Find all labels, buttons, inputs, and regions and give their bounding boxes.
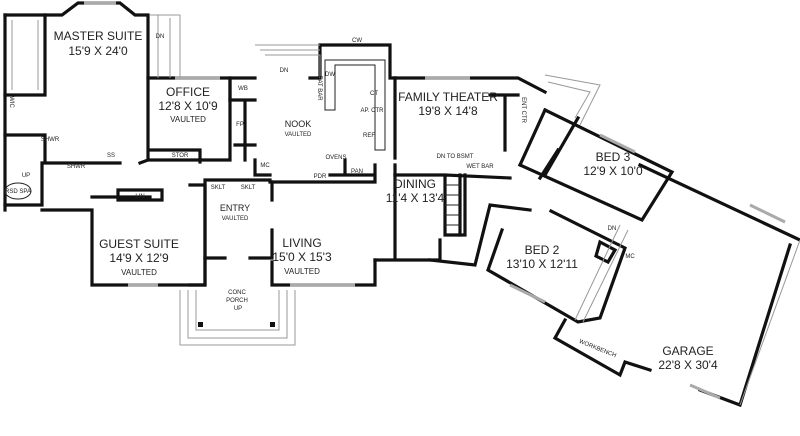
label-ref: REF	[363, 133, 375, 139]
room-note: VAULTED	[285, 132, 312, 138]
room-office: OFFICE 12'8 X 10'9 VAULTED	[158, 85, 218, 124]
room-size: 12'8 X 10'9	[158, 99, 218, 113]
room-family-theater: FAMILY THEATER 19'8 X 14'8	[398, 90, 498, 118]
conc-porch: CONC PORCH	[226, 290, 248, 304]
room-nook: NOOK VAULTED	[285, 119, 312, 138]
room-note: VAULTED	[121, 268, 157, 277]
room-size: 12'9 X 10'0	[583, 164, 643, 178]
room-note: VAULTED	[170, 115, 206, 124]
label-wic: WIC	[8, 96, 14, 108]
room-name: NOOK	[285, 119, 312, 129]
room-name: GARAGE	[662, 344, 713, 358]
room-name: GUEST SUITE	[99, 237, 179, 251]
label-up: UP	[22, 173, 30, 179]
room-guest-suite: GUEST SUITE 14'9 X 12'9 VAULTED	[99, 237, 179, 277]
room-name: BED 3	[596, 150, 631, 164]
room-size: 14'9 X 12'9	[109, 251, 169, 265]
walls	[3, 1, 800, 408]
label-dn: DN	[280, 68, 289, 74]
room-size: 22'8 X 30'4	[658, 358, 718, 372]
room-name: BED 2	[525, 243, 560, 257]
porch-line2: PORCH	[226, 298, 248, 304]
room-entry: ENTRY VAULTED	[220, 203, 250, 222]
label-lin: LIN	[135, 194, 144, 200]
porch-line1: CONC	[228, 290, 246, 296]
room-bed-3: BED 3 12'9 X 10'0	[583, 150, 643, 178]
room-name: DINING	[394, 177, 436, 191]
room-note: VAULTED	[222, 216, 249, 222]
room-size: 11'4 X 13'4	[386, 191, 445, 205]
label-stor: STOR	[172, 153, 189, 159]
label-dn-to-bsmt: DN TO BSMT	[437, 154, 474, 160]
room-name: ENTRY	[220, 203, 250, 213]
label-wet-bar: WET BAR	[466, 164, 494, 170]
room-size: 13'10 X 12'11	[506, 257, 578, 271]
label-mc: MC	[625, 254, 635, 260]
windows	[84, 1, 786, 400]
label-pan: PAN	[351, 169, 363, 175]
label-shwr: SHWR	[67, 164, 86, 170]
label-up: UP	[234, 306, 242, 312]
room-garage: GARAGE 22'8 X 30'4	[658, 344, 718, 372]
label-wb: WB	[238, 86, 248, 92]
label-ss: SS	[107, 153, 115, 159]
fixtures	[4, 14, 629, 346]
label-dw: DW	[325, 72, 335, 78]
label-dn: DN	[156, 34, 165, 40]
room-size: 19'8 X 14'8	[418, 104, 478, 118]
label-mc: MC	[260, 163, 270, 169]
room-name: OFFICE	[166, 85, 210, 99]
label-dn: DN	[608, 226, 617, 232]
label-cw: CW	[352, 38, 362, 44]
label-sklt: SKLT	[211, 185, 226, 191]
room-living: LIVING 15'0 X 15'3 VAULTED	[272, 236, 332, 276]
room-name: FAMILY THEATER	[398, 90, 498, 104]
label-ct: CT	[370, 91, 378, 97]
label-sklt: SKLT	[241, 185, 256, 191]
label-pdr: PDR	[314, 174, 327, 180]
room-note: VAULTED	[284, 267, 320, 276]
room-dining: DINING 11'4 X 13'4	[386, 177, 445, 205]
label-workbench: WORKBENCH	[578, 339, 617, 359]
label-ovens: OVENS	[325, 155, 346, 161]
room-size: 15'9 X 24'0	[68, 44, 128, 58]
room-bed-2: BED 2 13'10 X 12'11	[506, 243, 578, 271]
label-shwr: SHWR	[41, 137, 60, 143]
label-fp: FP	[236, 122, 244, 128]
label-rsd-spa: RSD SPA	[5, 189, 31, 195]
room-master-suite: MASTER SUITE 15'9 X 24'0	[54, 29, 143, 58]
room-name: MASTER SUITE	[54, 29, 143, 43]
label-ap-ctr: AP. CTR	[361, 108, 385, 114]
label-ent-ctr: ENT CTR	[520, 97, 526, 124]
room-size: 15'0 X 15'3	[272, 250, 332, 264]
room-name: LIVING	[282, 236, 321, 250]
label-eat-bar: EAT BAR	[316, 75, 322, 101]
